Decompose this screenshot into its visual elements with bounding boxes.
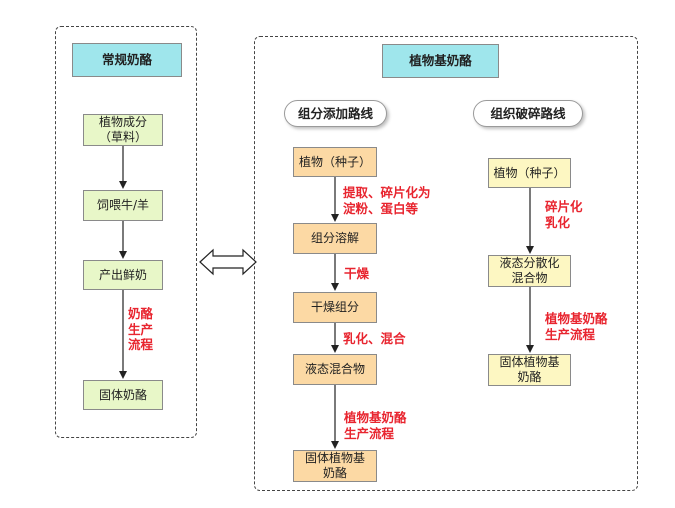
route1-label-dry: 干燥 — [344, 266, 370, 281]
route1-step-dry-components: 干燥组分 — [293, 292, 377, 323]
route1-label-production-process: 植物基奶酪 生产流程 — [344, 410, 407, 441]
comparison-double-arrow — [199, 248, 257, 276]
route1-step-dissolve-components: 组分溶解 — [293, 223, 377, 254]
route2-step-liquid-dispersion: 液态分散化 混合物 — [488, 255, 571, 287]
left-cheese-process-label: 奶酪 生产 流程 — [128, 306, 154, 353]
route2-label-production-process: 植物基奶酪 生产流程 — [545, 311, 608, 342]
route2-step-plant-seed: 植物（种子） — [488, 158, 571, 188]
left-step-solid-cheese: 固体奶酪 — [83, 380, 163, 410]
route-component-addition: 组分添加路线 — [284, 100, 387, 127]
plant-based-cheese-title: 植物基奶酪 — [382, 44, 499, 78]
route1-step-liquid-mixture: 液态混合物 — [293, 354, 377, 385]
conventional-cheese-title: 常规奶酪 — [72, 43, 182, 77]
route1-step-solid-plant-cheese: 固体植物基 奶酪 — [293, 450, 377, 482]
route1-label-emulsify-mix: 乳化、混合 — [343, 331, 406, 346]
left-step-fresh-milk: 产出鲜奶 — [83, 260, 163, 290]
route1-step-plant-seed: 植物（种子） — [293, 147, 377, 177]
left-step-feed-livestock: 饲喂牛/羊 — [83, 190, 163, 221]
route2-label-fragment-emulsify: 碎片化 乳化 — [545, 199, 583, 230]
route-tissue-disruption: 组织破碎路线 — [473, 100, 583, 127]
left-step-plant-components: 植物成分 （草料） — [83, 114, 163, 146]
route2-step-solid-plant-cheese: 固体植物基 奶酪 — [488, 354, 571, 386]
route1-label-extract-fragment: 提取、碎片化为 淀粉、蛋白等 — [343, 185, 431, 216]
conventional-cheese-panel — [55, 26, 197, 438]
